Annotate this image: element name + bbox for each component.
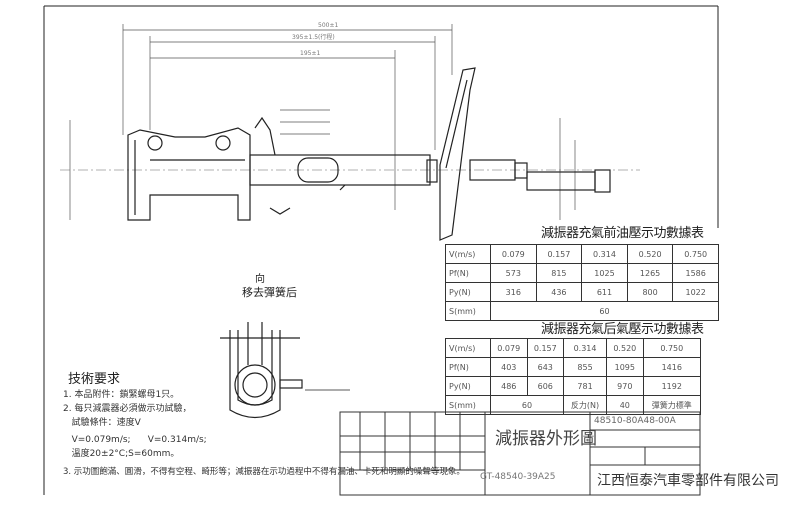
table-row: Py(N) 486 606 781 970 1192 <box>445 376 702 396</box>
cell: 0.520 <box>606 338 644 358</box>
table-after-title: 減振器充氣后氣壓示功數據表 <box>541 322 704 337</box>
table-row: V(m/s) 0.079 0.157 0.314 0.520 0.750 <box>445 244 719 264</box>
table-row: S(mm) 60 反力(N) 40 彈簧力標準 <box>445 395 702 415</box>
cell: 486 <box>490 376 528 396</box>
part-number-top: 48510-80A48-00A <box>594 416 676 426</box>
cell: 1265 <box>626 263 674 283</box>
drawing-frame <box>43 5 719 495</box>
view-direction-label: 向 <box>255 274 265 285</box>
table-after: V(m/s) 0.079 0.157 0.314 0.520 0.750 Pf(… <box>445 338 702 415</box>
row-label: V(m/s) <box>445 338 491 358</box>
cell: 1192 <box>642 376 702 396</box>
cell: 436 <box>535 282 583 302</box>
row-label: V(m/s) <box>445 244 491 264</box>
cell: 643 <box>526 357 565 377</box>
table-row: Py(N) 316 436 611 800 1022 <box>445 282 719 302</box>
row-label: S(mm) <box>445 301 491 321</box>
cell: 781 <box>563 376 608 396</box>
cell: 40 <box>606 395 644 415</box>
cell: 0.314 <box>581 244 628 264</box>
dimension-lines <box>69 24 576 220</box>
cell: 0.157 <box>526 338 565 358</box>
clamp-section-view <box>220 322 350 419</box>
cell-text: 標準 <box>675 400 692 410</box>
strut-assembly <box>127 67 611 241</box>
row-label: Pf(N) <box>445 263 491 283</box>
requirements-title: 技術要求 <box>68 372 121 387</box>
table-row: V(m/s) 0.079 0.157 0.314 0.520 0.750 <box>445 338 702 358</box>
cell: 573 <box>490 263 537 283</box>
part-name: 減振器外形圖 <box>495 429 597 449</box>
cell: 彈簧力標準 <box>642 395 702 415</box>
requirements-line: 溫度20±2°C;S=60mm。 <box>63 449 180 459</box>
table-row: S(mm) 60 <box>445 301 719 321</box>
cell: 611 <box>581 282 628 302</box>
cell: 60 <box>490 301 719 321</box>
table-before: V(m/s) 0.079 0.157 0.314 0.520 0.750 Pf(… <box>445 244 719 321</box>
cell: 1022 <box>672 282 719 302</box>
requirements-line: 1. 本品附件：鎖緊螺母1只。 <box>63 390 180 400</box>
row-label: S(mm) <box>445 395 491 415</box>
cell: 855 <box>563 357 608 377</box>
cell-text: 彈簧力 <box>651 400 676 410</box>
company-name: 江西恒泰汽車零部件有限公司 <box>597 473 779 489</box>
requirements-line: 3. 示功圖飽滿、圓滑，不得有空程、畸形等；減振器在示功過程中不得有漏油、卡死和… <box>63 467 465 477</box>
cell: 0.157 <box>535 244 583 264</box>
cell: 反力(N) <box>563 395 608 415</box>
requirements-line: 2. 每只減震器必須做示功試驗， <box>63 404 192 414</box>
requirements-line: V=0.079m/s; V=0.314m/s; <box>63 435 207 445</box>
table-row: Pf(N) 403 643 855 1095 1416 <box>445 357 702 377</box>
svg-text:500±1: 500±1 <box>318 22 338 29</box>
requirements-line: 試驗條件：速度V <box>63 418 141 428</box>
cell: 316 <box>490 282 537 302</box>
cell: 60 <box>489 395 565 415</box>
svg-text:395±1.5(行程): 395±1.5(行程) <box>292 33 335 41</box>
cell: 0.079 <box>490 244 537 264</box>
cell: 1025 <box>581 263 628 283</box>
cell: 0.314 <box>563 338 608 358</box>
cell: 1586 <box>672 263 719 283</box>
cell: 800 <box>626 282 674 302</box>
cell: 403 <box>490 357 528 377</box>
view-note-label: 移去彈簧后 <box>242 286 297 299</box>
part-number-bottom: GT-48540-39A25 <box>480 472 556 482</box>
row-label: Py(N) <box>445 376 491 396</box>
cell: 815 <box>535 263 583 283</box>
cell: 0.750 <box>642 338 702 358</box>
cell: 1095 <box>606 357 644 377</box>
cell: 606 <box>526 376 565 396</box>
dimension-text: 500±1 395±1.5(行程) 195±1 <box>292 22 338 57</box>
table-before-title: 減振器充氣前油壓示功數據表 <box>541 226 704 241</box>
table-row: Pf(N) 573 815 1025 1265 1586 <box>445 263 719 283</box>
cell: 970 <box>606 376 644 396</box>
cell: 0.079 <box>490 338 528 358</box>
cell: 1416 <box>642 357 702 377</box>
cell: 0.750 <box>672 244 719 264</box>
cell: 0.520 <box>626 244 674 264</box>
row-label: Pf(N) <box>445 357 491 377</box>
svg-text:195±1: 195±1 <box>300 50 320 57</box>
row-label: Py(N) <box>445 282 491 302</box>
